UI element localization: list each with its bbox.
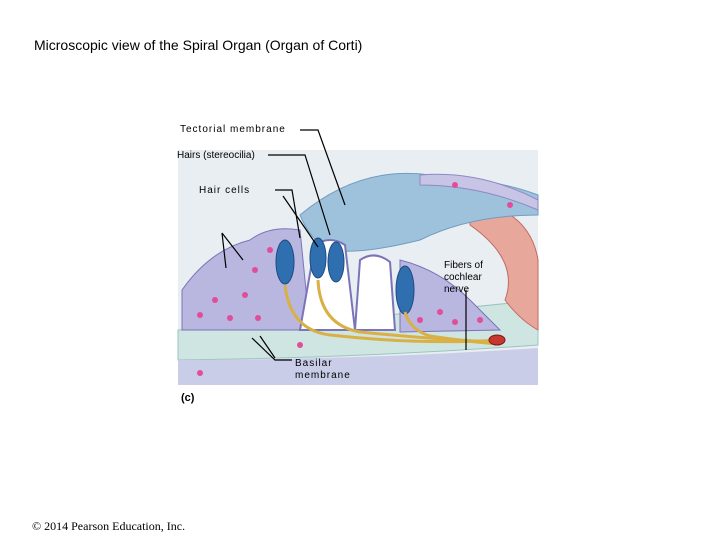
blood-vessel	[488, 334, 506, 346]
tectorial-membrane-label: Tectorial membrane	[180, 124, 286, 135]
lower-tissue	[178, 348, 538, 385]
cochlear-nerve-fibers	[283, 279, 501, 346]
cochlear-nerve-label: Fibers of cochlear nerve	[444, 260, 483, 295]
hair-cell-outer-3	[395, 265, 415, 315]
spiral-ligament	[469, 199, 539, 331]
hair-cells-label: Hair cells	[199, 185, 251, 196]
stereocilia-label: Hairs (stereocilia)	[177, 150, 255, 161]
reissner-membrane	[419, 173, 539, 211]
hair-cell-outer-2	[327, 241, 345, 283]
hair-cells-group	[275, 237, 415, 315]
copyright-notice: © 2014 Pearson Education, Inc.	[32, 519, 186, 533]
slide-title: Microscopic view of the Spiral Organ (Or…	[34, 37, 363, 53]
nuclei-group	[197, 182, 513, 376]
hair-cell-inner	[275, 239, 295, 285]
hair-cell-outer-1	[309, 237, 327, 279]
figure-part-label: (c)	[181, 392, 195, 404]
basilar-membrane-label: Basilar membrane	[295, 358, 351, 381]
tunnel-arch-2	[353, 254, 397, 331]
leader-lines	[221, 129, 467, 361]
supporting-cells-right	[399, 259, 502, 333]
